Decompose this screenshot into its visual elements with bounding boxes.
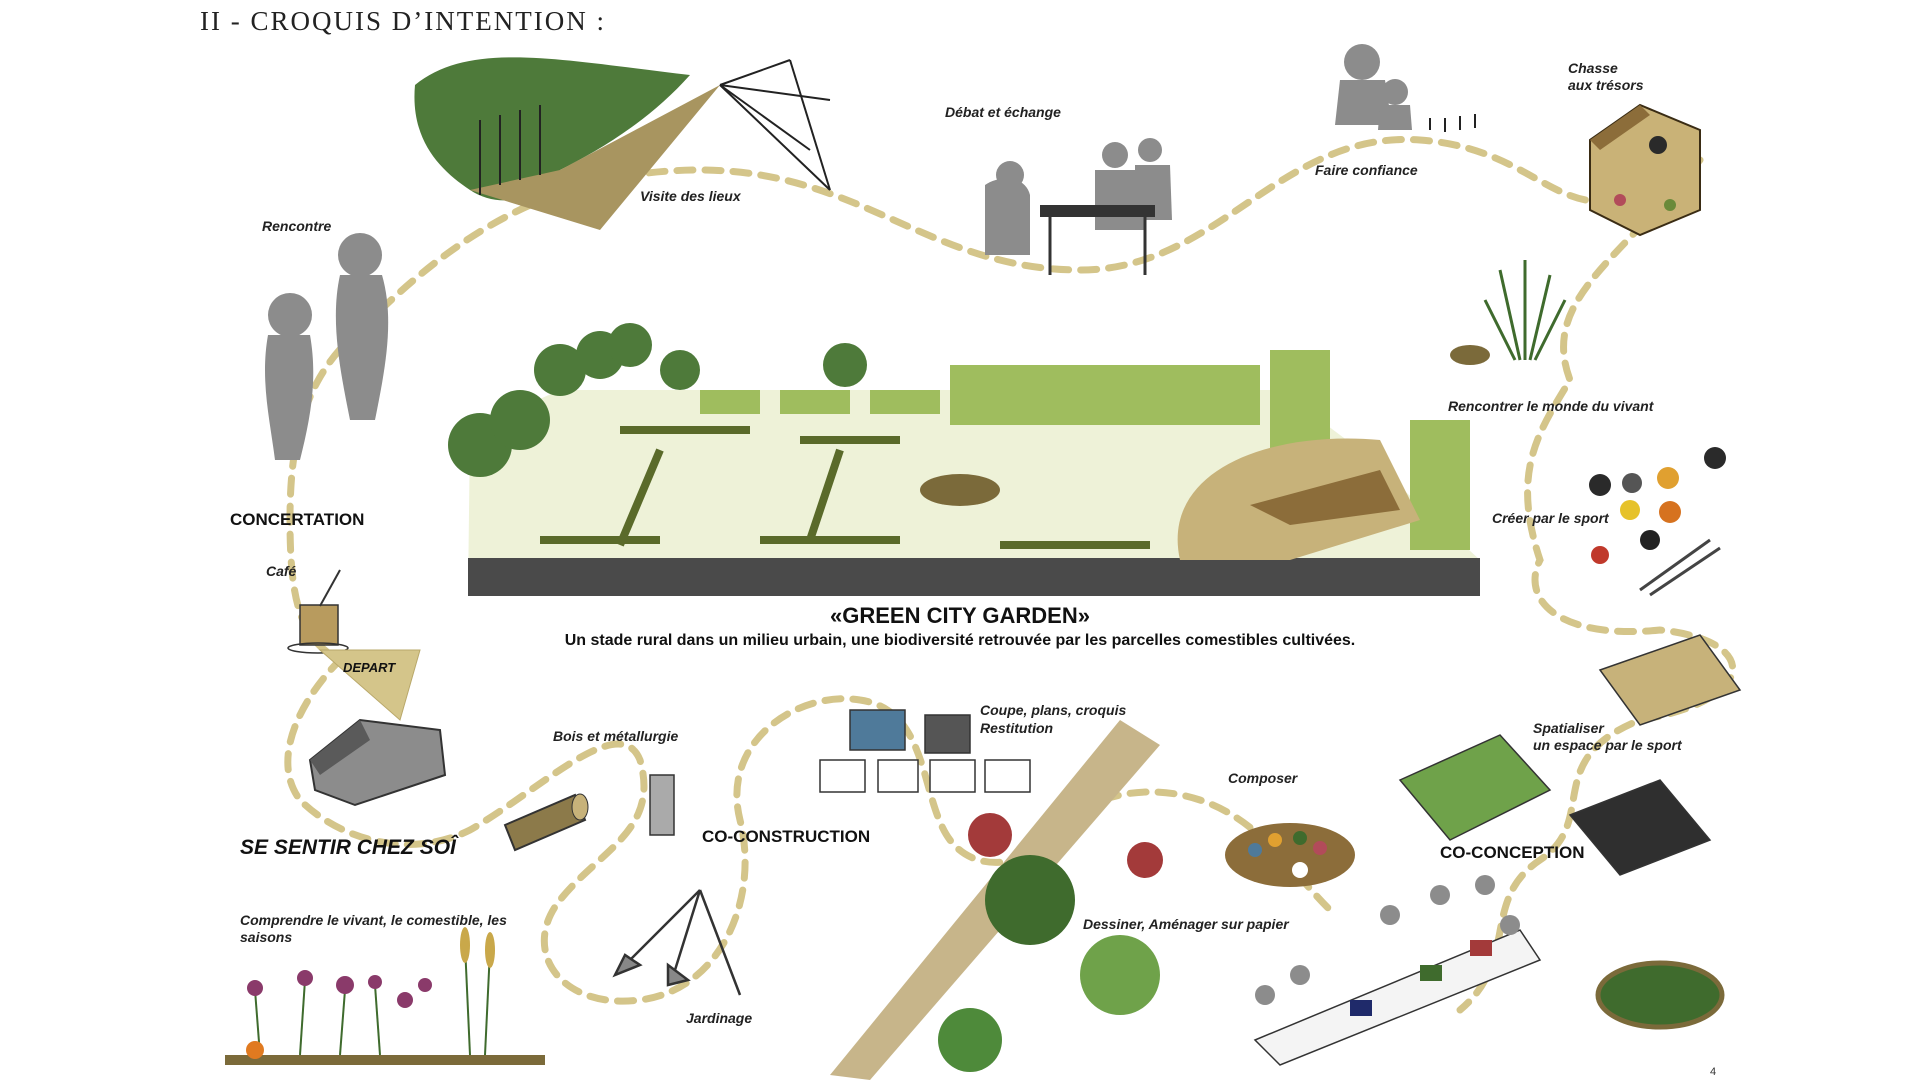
- palette-sketch: [1225, 823, 1355, 887]
- label-debate: Débat et échange: [945, 104, 1061, 120]
- depart-label: DEPART: [343, 660, 396, 675]
- label-restitution: Restitution: [980, 720, 1054, 736]
- garden-tools: [612, 889, 742, 996]
- co-design-table: [1253, 875, 1542, 1066]
- crossing-path-trees: [830, 720, 1163, 1080]
- label-treasure-hunt: Chasse aux trésors: [1568, 60, 1644, 93]
- living-world-sketch: [1450, 260, 1567, 365]
- depart-flag: [318, 649, 421, 721]
- stage-feel-at-home: SE SENTIR CHEZ SOÎ: [240, 836, 456, 859]
- garden-subtitle: Un stade rural dans un milieu urbain, un…: [564, 632, 1356, 649]
- label-sections-plans: Coupe, plans, croquis: [980, 702, 1127, 718]
- label-meeting: Rencontre: [262, 218, 332, 234]
- plans-sketch: [819, 709, 1031, 793]
- label-living-world: Rencontrer le monde du vivant: [1448, 398, 1654, 414]
- label-cafe: Café: [266, 563, 297, 579]
- label-understand-living: Comprendre le vivant, le comestible, les…: [240, 912, 507, 945]
- journey-path-left: [284, 326, 1334, 1005]
- page-number: 4: [1710, 1066, 1717, 1078]
- sport-space-boards: [1398, 634, 1742, 876]
- meeting-figures: [265, 233, 389, 460]
- home-house: [308, 718, 447, 807]
- sport-equipment: [1589, 447, 1726, 597]
- label-draw-plan: Dessiner, Aménager sur papier: [1083, 916, 1289, 932]
- label-site-visit: Visite des lieux: [640, 188, 741, 204]
- wood-metal-sketch: [503, 774, 675, 852]
- garden-title: «GREEN CITY GARDEN»: [830, 603, 1090, 628]
- debate-sketch: [985, 138, 1172, 275]
- stage-co-conception: CO-CONCEPTION: [1440, 843, 1585, 862]
- label-spatialize: Spatialiser un espace par le sport: [1533, 720, 1682, 753]
- label-trust: Faire confiance: [1315, 162, 1418, 178]
- page-title: II - CROQUIS D’INTENTION :: [200, 6, 606, 36]
- site-visit-sketch: [414, 57, 831, 230]
- garden-panorama: [448, 323, 1480, 596]
- treasure-hunt-house: [1589, 103, 1701, 237]
- label-compose: Composer: [1228, 770, 1298, 786]
- label-gardening: Jardinage: [686, 1010, 753, 1026]
- edible-plants-sketch: [225, 927, 545, 1065]
- label-sport-create: Créer par le sport: [1492, 510, 1609, 526]
- oval-field-sketch: [1595, 960, 1725, 1030]
- cafe-sketch: [287, 569, 349, 654]
- stage-co-construction: CO-CONSTRUCTION: [702, 827, 871, 846]
- label-wood-metal: Bois et métallurgie: [553, 728, 679, 744]
- trust-sketch: [1335, 44, 1476, 132]
- stage-concertation: CONCERTATION: [230, 510, 365, 529]
